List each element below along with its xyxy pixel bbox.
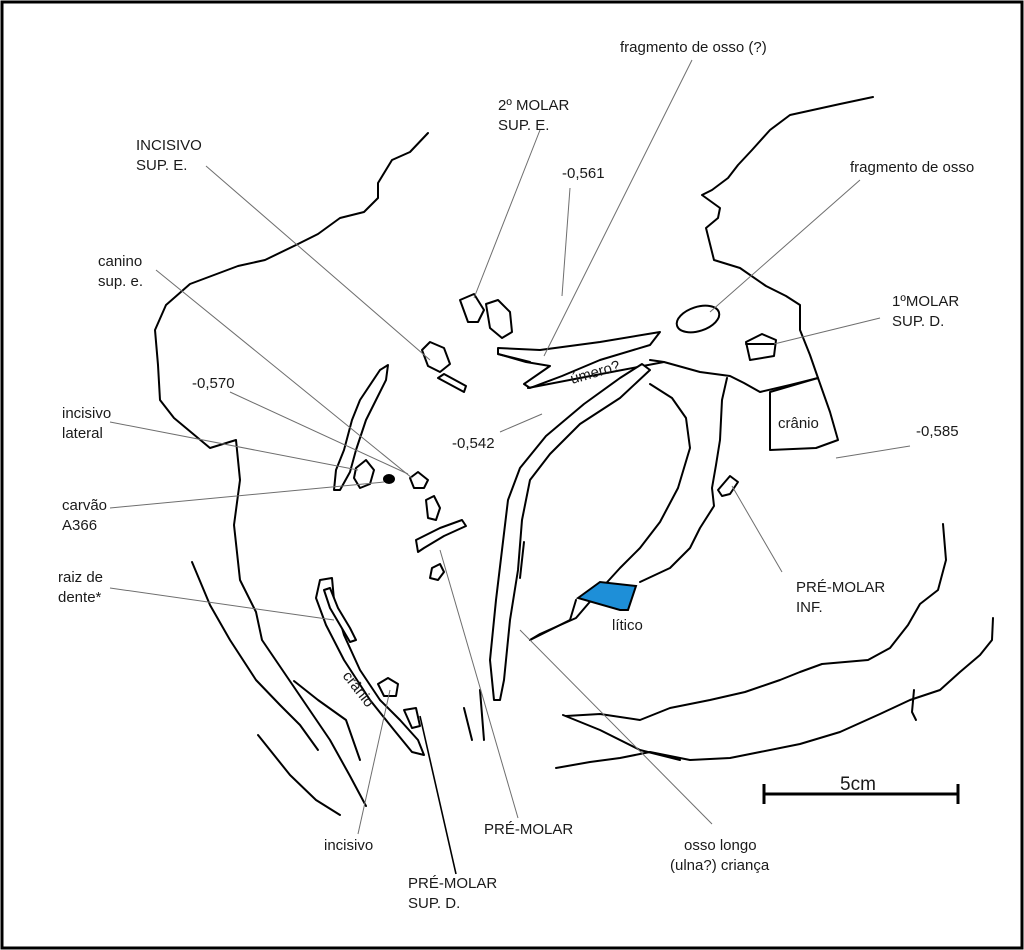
fragmento-osso-shape (675, 304, 721, 334)
pre-molar-inf-shape (717, 475, 739, 497)
label-pre-molar-sup-line1: PRÉ-MOLAR (408, 875, 497, 892)
scale-bar-label: 5cm (840, 774, 876, 795)
segundo-molar-b (485, 299, 513, 339)
contour-bottom-2 (479, 689, 485, 741)
label-canino-line1: canino (98, 253, 142, 270)
label-osso-longo-line1: osso longo (684, 837, 757, 854)
osso-longo-inner-2 (519, 541, 525, 579)
label-segundo-molar-line1: 2º MOLAR (498, 97, 569, 114)
contour-left-inner-1 (191, 561, 319, 751)
incisivo-sup-fragment (437, 373, 467, 393)
label-segundo-molar-line2: SUP. E. (498, 117, 549, 134)
label-pre-molar-sup-line2: SUP. D. (408, 895, 460, 912)
label-cota-561: -0,561 (562, 165, 605, 182)
label-cota-542: -0,542 (452, 435, 495, 452)
label-canino-line2: sup. e. (98, 273, 143, 290)
label-cota-570: -0,570 (192, 375, 235, 392)
pre-molar-sup-shape (403, 707, 421, 729)
pre-molar-shape (415, 519, 467, 553)
cranio-right-shape (769, 377, 839, 451)
contour-bottom-1 (463, 707, 473, 741)
label-cota-585: -0,585 (916, 423, 959, 440)
umero-line-1 (497, 353, 531, 363)
long-bone-left (333, 364, 389, 491)
segundo-molar-a (459, 293, 485, 323)
litico-edge (529, 599, 577, 641)
incisivo-sup-shape (421, 341, 451, 373)
label-raiz-line2: dente* (58, 589, 102, 606)
litico-shape (575, 580, 638, 611)
label-fragmento-osso-q: fragmento de osso (?) (620, 39, 767, 56)
contour-left-inner-3 (293, 680, 361, 761)
incisivo-bottom-shape (377, 677, 399, 697)
label-pre-molar-inf-line1: PRÉ-MOLAR (796, 579, 885, 596)
label-incisivo-lateral-line2: lateral (62, 425, 103, 442)
contour-right-edge (639, 377, 728, 583)
carvao-point (383, 474, 395, 484)
label-carvao-line2: A366 (62, 517, 97, 534)
tooth-small-2 (429, 563, 445, 581)
canino-shape (409, 471, 429, 489)
label-cranio-direita: crânio (778, 415, 819, 432)
contour-right-top (701, 96, 874, 379)
raiz-dente (323, 587, 357, 643)
scale-bar (762, 784, 960, 804)
label-carvao-line1: carvão (62, 497, 107, 514)
contour-mid-curve (562, 714, 681, 761)
label-raiz-line1: raiz de (58, 569, 103, 586)
pre-molar-sup-leader (419, 715, 457, 875)
label-primeiro-molar-line1: 1ºMOLAR (892, 293, 959, 310)
label-incisivo: incisivo (324, 837, 373, 854)
osso-longo-shape (489, 363, 651, 701)
contour-left-inner-2 (257, 734, 341, 816)
contour-right-lower-2 (555, 617, 994, 769)
leader-lines (109, 59, 911, 835)
tooth-small-1 (425, 495, 441, 521)
contour-right-lower-1 (565, 523, 947, 721)
label-incisivo-sup-line1: INCISIVO (136, 137, 202, 154)
label-incisivo-lateral-line1: incisivo (62, 405, 111, 422)
label-fragmento-osso: fragmento de osso (850, 159, 974, 176)
contour-right-mid (649, 359, 819, 393)
label-primeiro-molar-line2: SUP. D. (892, 313, 944, 330)
contour-left-outer (154, 132, 429, 807)
label-osso-longo-line2: (ulna?) criança (670, 857, 770, 874)
contour-right-lower-3 (911, 689, 917, 721)
label-pre-molar: PRÉ-MOLAR (484, 821, 573, 838)
label-incisivo-sup-line2: SUP. E. (136, 157, 187, 174)
primeiro-molar-shape (745, 333, 777, 361)
incisivo-lateral-shape (353, 459, 375, 489)
label-litico: lítico (612, 617, 643, 634)
label-pre-molar-inf-line2: INF. (796, 599, 823, 616)
